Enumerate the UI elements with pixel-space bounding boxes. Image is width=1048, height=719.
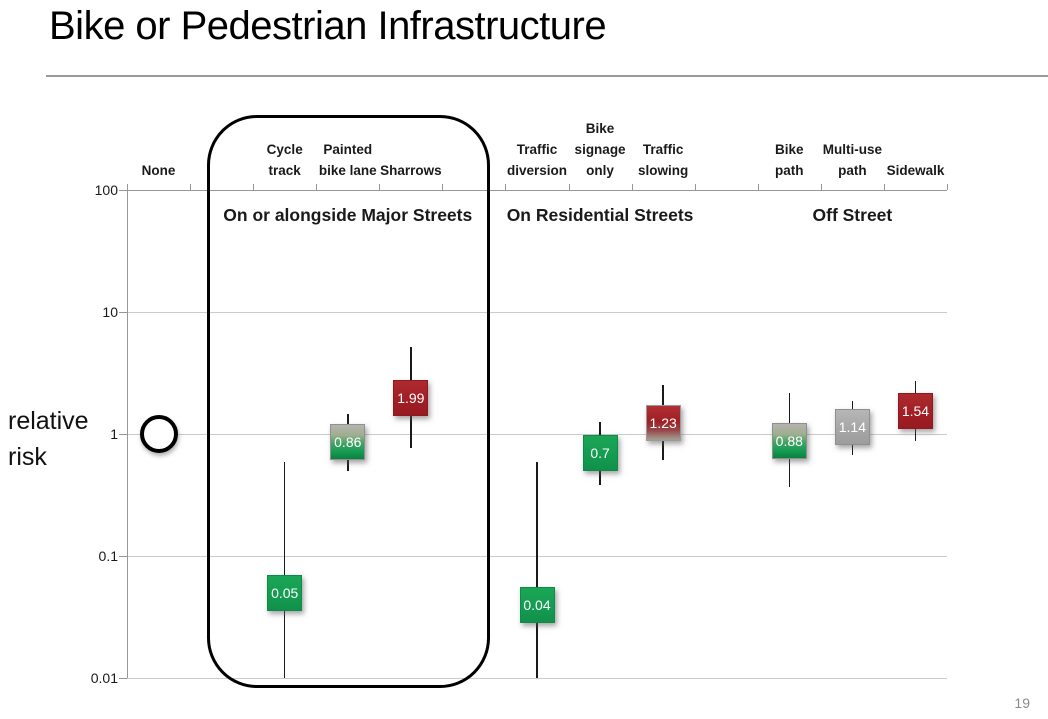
- y-tick-label: 0.01: [90, 670, 118, 686]
- category-boundary-tick: [442, 184, 444, 190]
- y-axis-tick: [119, 433, 127, 435]
- category-boundary-tick: [631, 184, 633, 190]
- y-axis-title: relative risk: [8, 407, 89, 471]
- group-label-on-or-alongside-major-streets: On or alongside Major Streets: [223, 205, 473, 225]
- group-label-off-street: Off Street: [812, 205, 893, 225]
- category-boundary-tick: [883, 184, 885, 190]
- category-boundary-tick: [568, 184, 570, 190]
- category-label-sharrows: Sharrows: [380, 163, 442, 178]
- major-streets-highlight-outline: [207, 115, 490, 688]
- y-axis-tick: [119, 555, 127, 557]
- category-boundary-tick: [316, 184, 318, 190]
- category-label-none: None: [141, 163, 176, 178]
- y-tick-label: 0.1: [98, 548, 118, 564]
- category-boundary-tick: [505, 184, 507, 190]
- estimate-box-painted-bike-lane: 0.86: [330, 423, 366, 460]
- estimate-box-traffic-diversion: 0.04: [519, 586, 555, 623]
- y-tick-label: 1: [110, 426, 118, 442]
- category-boundary-tick: [947, 184, 948, 190]
- y-tick-label: 10: [102, 304, 118, 320]
- y-tick-label: 100: [94, 182, 118, 198]
- estimate-box-cycle-track: 0.05: [267, 574, 303, 611]
- gridline-0.01: [127, 677, 947, 679]
- estimate-box-bike-signage-only: 0.7: [582, 434, 618, 471]
- confidence-interval-traffic-diversion: [536, 461, 538, 678]
- category-boundary-tick: [379, 184, 381, 190]
- category-boundary-tick: [190, 184, 192, 190]
- estimate-box-sharrows: 1.99: [393, 379, 429, 416]
- gridline-100: [127, 189, 947, 191]
- estimate-box-bike-path: 0.88: [771, 422, 807, 459]
- category-boundary-tick: [694, 184, 696, 190]
- y-axis-tick: [119, 677, 127, 679]
- reference-circle-none: [139, 415, 178, 453]
- estimate-box-sidewalk: 1.54: [897, 393, 933, 430]
- gridline-10: [127, 311, 947, 313]
- y-axis-tick: [119, 189, 127, 191]
- confidence-interval-cycle-track: [283, 461, 286, 678]
- category-boundary-tick: [127, 184, 128, 190]
- category-boundary-tick: [253, 184, 255, 190]
- category-boundary-tick: [820, 184, 822, 190]
- gridline-1: [127, 433, 947, 435]
- title-divider: [46, 75, 1048, 77]
- estimate-box-multi-use-path: 1.14: [834, 409, 870, 446]
- category-boundary-tick: [757, 184, 759, 190]
- y-axis-tick: [119, 311, 127, 313]
- y-axis-line: [127, 190, 128, 678]
- page-number: 19: [1014, 695, 1030, 711]
- estimate-box-traffic-slowing: 1.23: [645, 405, 681, 442]
- page-title: Bike or Pedestrian Infrastructure: [49, 4, 607, 48]
- category-label-sidewalk: Sidewalk: [886, 163, 945, 178]
- group-label-on-residential-streets: On Residential Streets: [506, 205, 694, 225]
